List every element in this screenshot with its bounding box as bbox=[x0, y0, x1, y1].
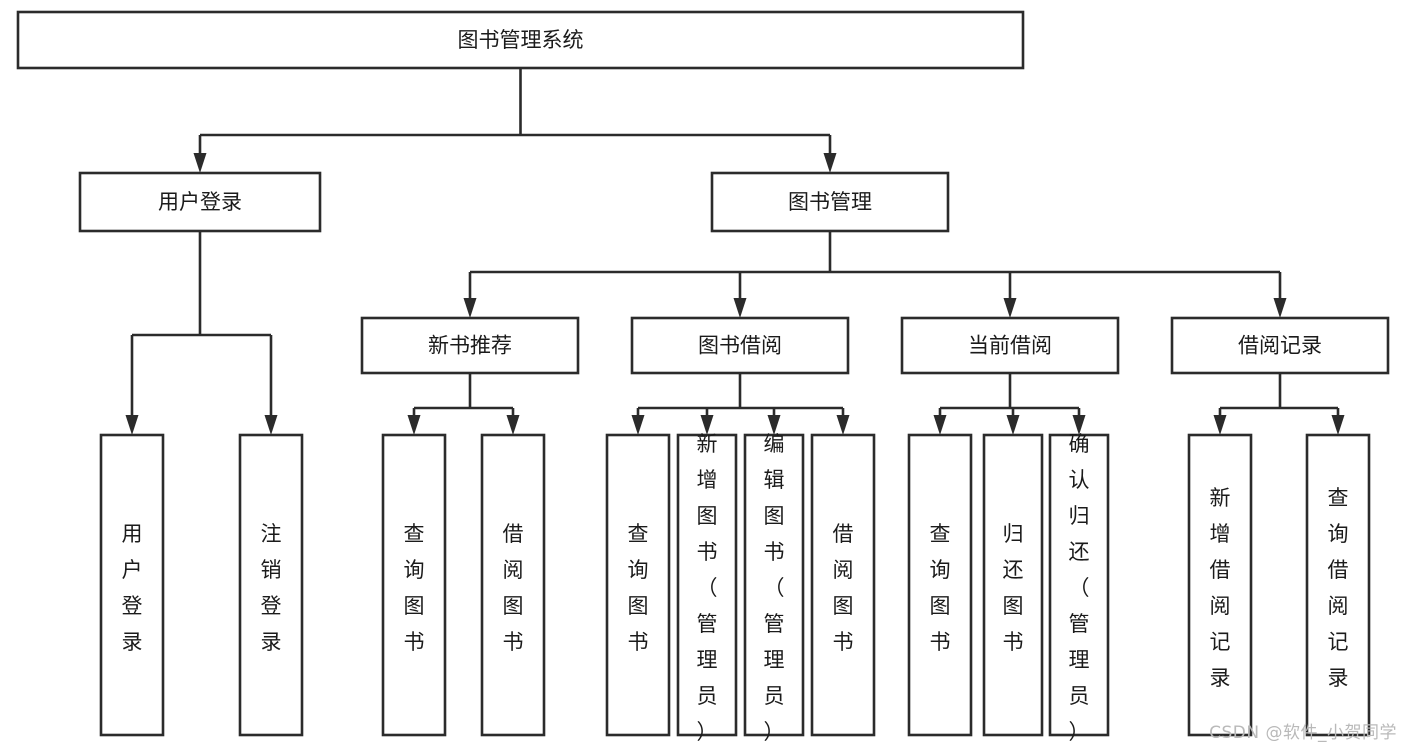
node-label: 新增图书（管理员） bbox=[697, 432, 718, 744]
leaf-return-book[interactable]: 归还图书 bbox=[982, 433, 1044, 737]
edge-layer bbox=[125, 68, 1345, 435]
node-label: 查询图书 bbox=[930, 522, 951, 654]
node-label: 用户登录 bbox=[122, 522, 143, 654]
node-book-borrow[interactable]: 图书借阅 bbox=[630, 316, 850, 375]
edge-login-to-leaves bbox=[125, 231, 278, 435]
node-label: 用户登录 bbox=[158, 190, 242, 214]
edge-borrow-leaves bbox=[631, 373, 850, 435]
node-current-borrow[interactable]: 当前借阅 bbox=[900, 316, 1120, 375]
leaf-logout[interactable]: 注销登录 bbox=[238, 433, 304, 737]
node-layer: 图书管理系统用户登录图书管理新书推荐图书借阅当前借阅借阅记录用户登录注销登录查询… bbox=[16, 10, 1390, 744]
node-user-login[interactable]: 用户登录 bbox=[78, 171, 322, 233]
leaf-borrow-book-new[interactable]: 借阅图书 bbox=[480, 433, 546, 737]
node-label: 查询图书 bbox=[404, 522, 425, 654]
leaf-borrow-book[interactable]: 借阅图书 bbox=[810, 433, 876, 737]
edge-root-to-level2 bbox=[193, 68, 837, 173]
node-book-management[interactable]: 图书管理 bbox=[710, 171, 950, 233]
leaf-confirm-return-admin[interactable]: 确认归还（管理员） bbox=[1048, 432, 1110, 744]
node-label: 编辑图书（管理员） bbox=[764, 432, 785, 744]
node-label: 新书推荐 bbox=[428, 334, 512, 358]
node-label: 查询借阅记录 bbox=[1328, 486, 1349, 690]
node-new-book-recommend[interactable]: 新书推荐 bbox=[360, 316, 580, 375]
node-label: 借阅图书 bbox=[833, 522, 854, 654]
leaf-add-borrow-record[interactable]: 新增借阅记录 bbox=[1187, 433, 1253, 737]
node-label: 图书借阅 bbox=[698, 334, 782, 358]
edge-newbook-leaves bbox=[407, 373, 520, 435]
edge-bookmgmt-to-sub bbox=[463, 231, 1287, 318]
leaf-user-login[interactable]: 用户登录 bbox=[99, 433, 165, 737]
node-label: 查询图书 bbox=[628, 522, 649, 654]
node-label: 借阅记录 bbox=[1238, 334, 1322, 358]
node-borrow-records[interactable]: 借阅记录 bbox=[1170, 316, 1390, 375]
node-label: 新增借阅记录 bbox=[1210, 486, 1231, 690]
edge-records-leaves bbox=[1213, 373, 1345, 435]
leaf-edit-book-admin[interactable]: 编辑图书（管理员） bbox=[743, 432, 805, 744]
leaf-query-book-borrow[interactable]: 查询图书 bbox=[605, 433, 671, 737]
node-label: 当前借阅 bbox=[968, 334, 1052, 358]
node-label: 确认归还（管理员） bbox=[1069, 432, 1090, 744]
node-label: 图书管理 bbox=[788, 190, 872, 214]
node-label: 归还图书 bbox=[1003, 522, 1024, 654]
leaf-add-book-admin[interactable]: 新增图书（管理员） bbox=[676, 432, 738, 744]
edge-current-leaves bbox=[933, 373, 1086, 435]
node-title-system[interactable]: 图书管理系统 bbox=[16, 10, 1025, 70]
leaf-query-book-current[interactable]: 查询图书 bbox=[907, 433, 973, 737]
leaf-query-book-new[interactable]: 查询图书 bbox=[381, 433, 447, 737]
node-label: 借阅图书 bbox=[503, 522, 524, 654]
node-label: 注销登录 bbox=[261, 522, 282, 654]
node-label: 图书管理系统 bbox=[458, 28, 584, 52]
leaf-query-borrow-record[interactable]: 查询借阅记录 bbox=[1305, 433, 1371, 737]
watermark-text: CSDN @软件_小贺同学 bbox=[1209, 723, 1397, 743]
